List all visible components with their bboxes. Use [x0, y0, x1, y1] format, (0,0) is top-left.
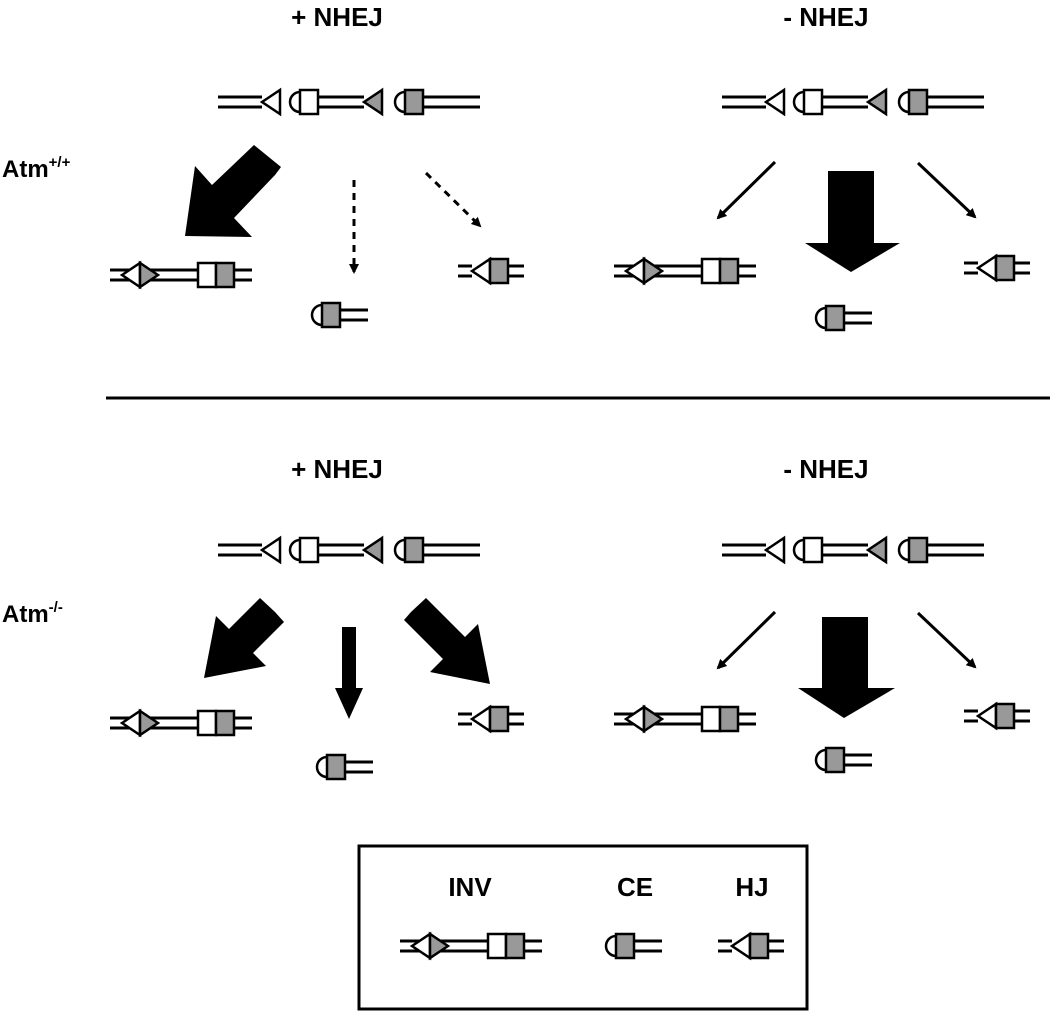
legend-ce-label: CE: [617, 872, 653, 902]
bottom-condition-right: - NHEJ: [783, 454, 868, 484]
bottom-left-substrate: [216, 536, 482, 564]
legend-box: [357, 844, 809, 1011]
bottom-left-arrow-ce-medium: [335, 627, 363, 719]
top-left-hj-product: [456, 257, 526, 285]
top-right-hj-product: [962, 254, 1032, 282]
bottom-right-ce-product: [814, 746, 874, 774]
top-left-arrow-inv-thick: [185, 145, 281, 237]
top-genotype-label: Atm+/+: [2, 154, 71, 183]
bottom-left-hj-product: [456, 705, 526, 733]
bottom-left-ce-product: [315, 753, 375, 781]
legend-inv-label: INV: [448, 872, 492, 902]
bottom-right-inv-product: [612, 705, 758, 733]
bottom-right-substrate: [720, 536, 986, 564]
top-right-arrow-ce-thick: [805, 171, 900, 272]
top-right-arrow-inv-thin: [716, 160, 777, 220]
top-genotype-superscript: +/+: [49, 154, 71, 171]
top-right-ce-product: [814, 304, 874, 332]
bottom-right-hj-product: [962, 702, 1032, 730]
top-left-arrow-hj-dashed: [424, 171, 482, 228]
bottom-left-arrow-hj-thick: [404, 598, 490, 684]
top-condition-left: + NHEJ: [291, 2, 383, 32]
top-genotype-base: Atm: [2, 156, 49, 183]
bottom-left-arrow-inv-thick: [204, 598, 284, 678]
top-left-inv-product: [108, 261, 254, 289]
bottom-genotype-superscript: -/-: [49, 599, 63, 616]
bottom-condition-left: + NHEJ: [291, 454, 383, 484]
top-left-substrate: [216, 88, 482, 116]
top-condition-right: - NHEJ: [783, 2, 868, 32]
bottom-right-arrow-ce-thick: [798, 617, 895, 718]
bottom-right-arrow-inv-thin: [716, 610, 777, 670]
legend-hj-label: HJ: [735, 872, 768, 902]
top-right-substrate: [720, 88, 986, 116]
bottom-genotype-label: Atm-/-: [2, 599, 63, 628]
bottom-genotype-base: Atm: [2, 601, 49, 628]
bottom-right-arrow-hj-thin: [916, 611, 977, 669]
top-right-inv-product: [612, 257, 758, 285]
top-right-arrow-hj-thin: [916, 161, 977, 219]
top-left-ce-product: [310, 301, 370, 329]
bottom-left-inv-product: [108, 709, 254, 737]
